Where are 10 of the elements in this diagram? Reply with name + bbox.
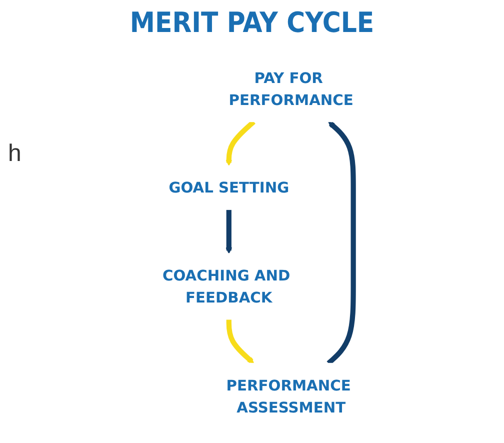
node-text: GOAL SETTING [168, 178, 290, 196]
node-text: PERFORMANCE ASSESSMENT [226, 376, 351, 416]
text-fragment: h [8, 140, 22, 167]
arrow [226, 210, 232, 254]
arrow [226, 319, 254, 364]
node-text: PAY FOR PERFORMANCE [228, 69, 354, 109]
node-text: COACHING AND FEEDBACK [162, 266, 290, 306]
diagram-title: MERIT PAY CYCLE [128, 6, 376, 39]
arrow [226, 120, 256, 166]
arrow [326, 121, 356, 366]
